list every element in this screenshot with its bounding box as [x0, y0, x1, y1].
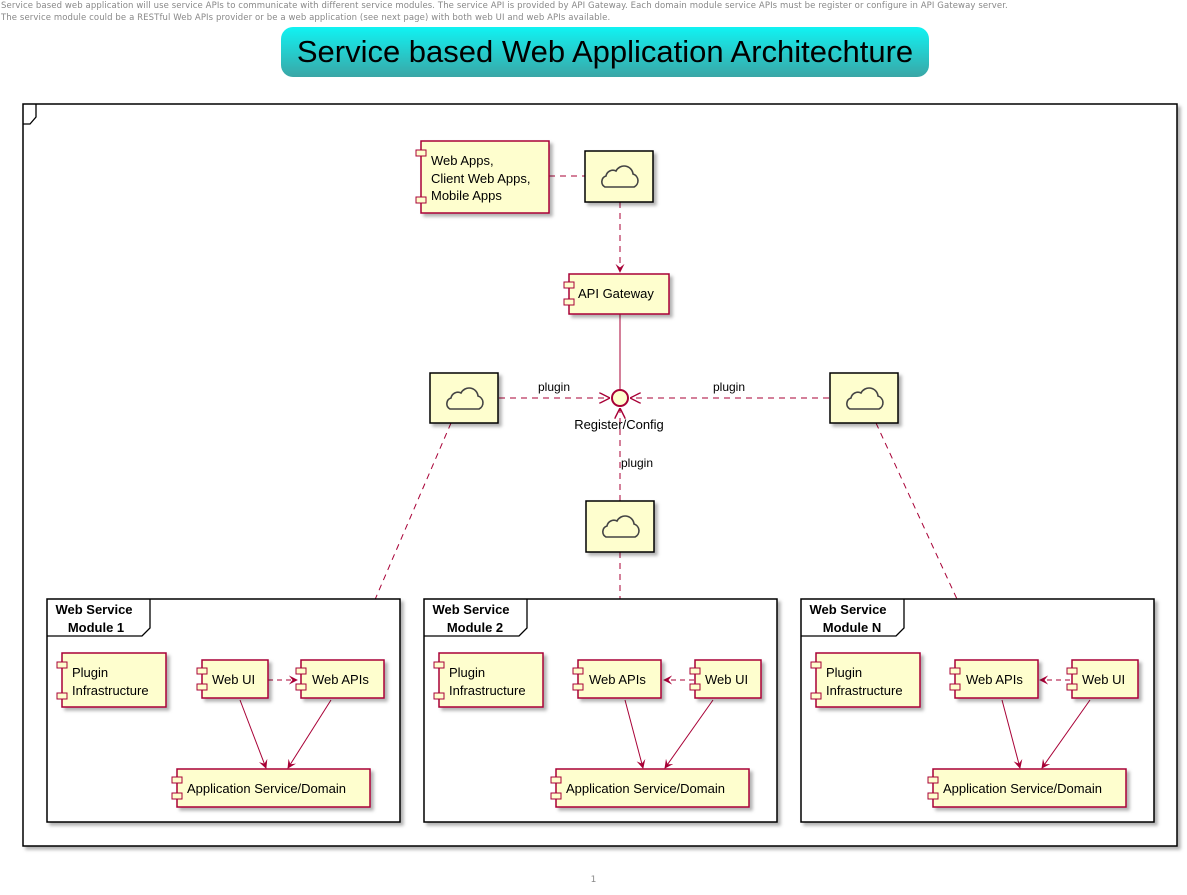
module-1-app-service-label: Application Service/Domain	[187, 781, 346, 796]
module-2-package: Web Service Module 2 Plugin Infrastructu…	[423, 598, 778, 823]
module-n-web-ui-label: Web UI	[1082, 672, 1125, 687]
module-1-application-service: Application Service/Domain	[171, 768, 371, 808]
module-1-web-ui: Web UI	[196, 659, 269, 699]
module-n-apis-to-service	[1001, 699, 1023, 769]
cloud-node-right	[829, 372, 899, 424]
description-line-2: The service module could be a RESTful We…	[1, 13, 611, 23]
cloud-node-left	[429, 372, 499, 424]
interface-label: Register/Config	[574, 417, 664, 432]
clients-label-line-3: Mobile Apps	[431, 188, 502, 203]
module-1-plugin-infrastructure: Plugin Infrastructure	[56, 652, 167, 708]
page-number: 1	[590, 875, 597, 885]
register-config-interface: Register/Config	[574, 389, 664, 432]
module-1-package: Web Service Module 1 Plugin Infrastructu…	[46, 598, 401, 823]
module-1-web-apis-label: Web APIs	[312, 672, 369, 687]
module-1-plugin-line-2: Infrastructure	[72, 683, 149, 698]
module-n-application-service: Application Service/Domain	[927, 768, 1127, 808]
module-2-apis-to-service	[624, 699, 646, 769]
module-2-web-apis-label: Web APIs	[589, 672, 646, 687]
module-n-web-ui: Web UI	[1066, 659, 1139, 699]
module-2-title-line-1: Web Service	[432, 602, 509, 617]
plugin-label-bottom: plugin	[621, 456, 653, 470]
api-gateway-label: API Gateway	[578, 286, 654, 301]
description-line-1: Service based web application will use s…	[1, 1, 1008, 11]
connectors	[348, 175, 986, 661]
module-1-title-line-2: Module 1	[68, 620, 124, 635]
module-2-plugin-line-1: Plugin	[449, 665, 485, 680]
module-1-apis-to-service	[287, 699, 332, 769]
module-2-plugin-line-2: Infrastructure	[449, 683, 526, 698]
module-n-plugin-line-1: Plugin	[826, 665, 862, 680]
module-2-title-line-2: Module 2	[447, 620, 503, 635]
module-n-app-service-label: Application Service/Domain	[943, 781, 1102, 796]
module-2-ui-to-service	[664, 699, 714, 769]
cloud-node-bottom	[585, 500, 655, 553]
module-2-app-service-label: Application Service/Domain	[566, 781, 725, 796]
cloud-node-top	[584, 150, 654, 203]
module-n-web-apis: Web APIs	[949, 659, 1039, 699]
api-gateway-component: API Gateway	[563, 273, 670, 315]
diagram-title: Service based Web Application Architecht…	[281, 27, 929, 77]
clients-label-line-1: Web Apps,	[431, 153, 494, 168]
clients-component: Web Apps, Client Web Apps, Mobile Apps	[415, 140, 550, 214]
clients-label-line-2: Client Web Apps,	[431, 171, 530, 186]
module-2-web-ui-label: Web UI	[705, 672, 748, 687]
module-2-application-service: Application Service/Domain	[550, 768, 750, 808]
module-2-web-apis: Web APIs	[572, 659, 662, 699]
module-n-package: Web Service Module N Plugin Infrastructu…	[800, 598, 1155, 823]
module-n-title-line-2: Module N	[823, 620, 882, 635]
plugin-label-left: plugin	[538, 380, 570, 394]
module-1-title-line-1: Web Service	[55, 602, 132, 617]
module-2-web-ui: Web UI	[689, 659, 762, 699]
module-1-web-ui-label: Web UI	[212, 672, 255, 687]
module-n-plugin-line-2: Infrastructure	[826, 683, 903, 698]
module-1-ui-to-service	[239, 699, 268, 769]
module-n-plugin-infrastructure: Plugin Infrastructure	[810, 652, 921, 708]
plugin-label-right: plugin	[713, 380, 745, 394]
module-1-web-apis: Web APIs	[295, 659, 385, 699]
module-n-web-apis-label: Web APIs	[966, 672, 1023, 687]
module-2-plugin-infrastructure: Plugin Infrastructure	[433, 652, 544, 708]
module-n-title-line-1: Web Service	[809, 602, 886, 617]
module-n-ui-to-service	[1041, 699, 1091, 769]
module-1-plugin-line-1: Plugin	[72, 665, 108, 680]
